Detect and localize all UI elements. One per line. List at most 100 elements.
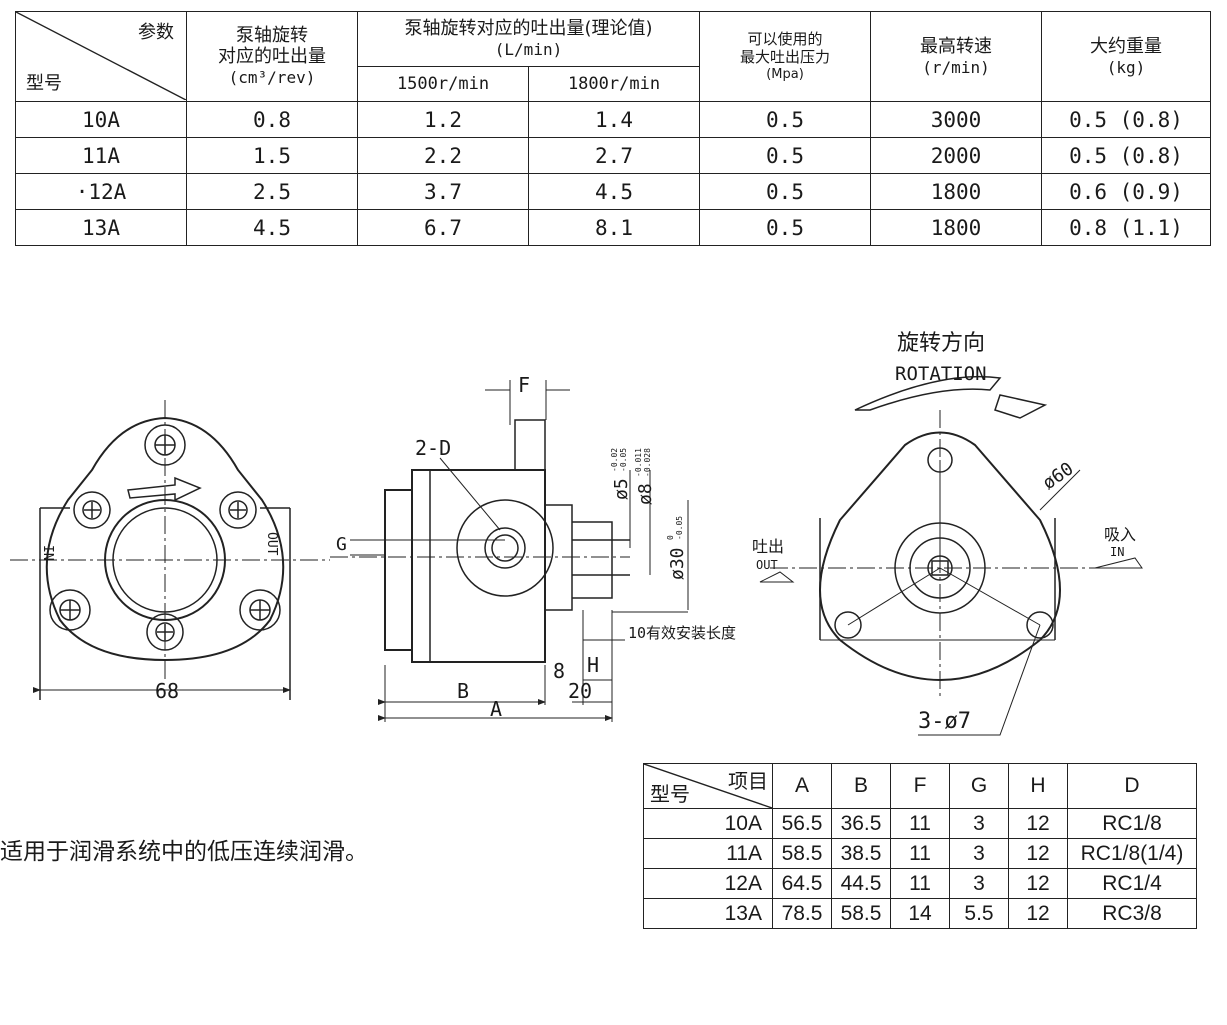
tol-phi5-upper: -0.02 xyxy=(610,448,619,472)
port-in-label: IN xyxy=(40,545,55,561)
dim-header: G xyxy=(949,763,1009,809)
label-b: B xyxy=(457,679,469,703)
spec-corner-cell: 参数 型号 xyxy=(15,11,187,102)
col-pressure-l2: 最大吐出压力 xyxy=(739,47,830,66)
dim-header: B xyxy=(831,763,891,809)
rotation-cn: 旋转方向 xyxy=(897,331,985,356)
a-cell: 78.5 xyxy=(772,898,832,929)
corner-diagonal xyxy=(644,764,772,808)
port-out-label: OUT xyxy=(264,532,279,556)
dim-corner-cell: 项目 型号 xyxy=(643,763,773,809)
label-a: A xyxy=(490,697,502,721)
spec-corner-bottom: 型号 xyxy=(26,73,62,94)
in-cn: 吸入 xyxy=(1104,525,1136,544)
b-cell: 36.5 xyxy=(831,808,891,839)
technical-drawing: 2-D F G B A H 8 20 68 10有效安装长度 ø5 -0.02 … xyxy=(10,331,1143,736)
col-output-1800: 1800r/min xyxy=(528,66,700,102)
col-displacement-header: 泵轴旋转 对应的吐出量 (cm³/rev) xyxy=(186,11,358,102)
weight-cell: 0.6 (0.9) xyxy=(1041,173,1211,210)
f-cell: 11 xyxy=(890,868,950,899)
g-cell: 3 xyxy=(949,868,1009,899)
dim-row: 12A 64.5 44.5 11 3 12 RC1/4 xyxy=(643,868,1197,899)
b-cell: 38.5 xyxy=(831,838,891,869)
label-f: F xyxy=(518,373,530,397)
tol-phi8-upper: -0.011 xyxy=(634,448,643,477)
dim-row: 11A 58.5 38.5 11 3 12 RC1/8(1/4) xyxy=(643,838,1197,869)
in-en: IN xyxy=(1110,545,1124,559)
rear-view xyxy=(759,375,1143,736)
model-cell: 13A xyxy=(15,209,187,246)
spec-row: ·12A 2.5 3.7 4.5 0.5 1800 0.6 (0.9) xyxy=(15,173,1211,210)
speed-cell: 1800 xyxy=(870,173,1042,210)
label-mount-length: 10有效安装长度 xyxy=(628,624,736,642)
col-weight-l1: 大约重量 xyxy=(1090,35,1162,57)
pressure-cell: 0.5 xyxy=(699,101,871,138)
rotation-en: ROTATION xyxy=(895,363,987,385)
out-cn: 吐出 xyxy=(752,537,784,556)
g-cell: 5.5 xyxy=(949,898,1009,929)
h-cell: 12 xyxy=(1008,808,1068,839)
label-g: G xyxy=(336,534,347,555)
label-phi60: ø60 xyxy=(1039,458,1078,494)
h-cell: 12 xyxy=(1008,838,1068,869)
col-output-unit: (L/min) xyxy=(494,40,563,59)
model-cell: 11A xyxy=(15,137,187,174)
label-2d: 2-D xyxy=(415,436,451,460)
tol-phi30-lower: -0.05 xyxy=(675,516,684,540)
weight-cell: 0.5 (0.8) xyxy=(1041,137,1211,174)
col-displacement-l2: 对应的吐出量 xyxy=(218,46,326,67)
disp-cell: 4.5 xyxy=(186,209,358,246)
col-pressure-header: 可以使用的 最大吐出压力 (Mpa) xyxy=(699,11,871,102)
q1800-cell: 2.7 xyxy=(528,137,700,174)
g-cell: 3 xyxy=(949,808,1009,839)
col-pressure-l1: 可以使用的 xyxy=(747,29,823,48)
q1500-cell: 1.2 xyxy=(357,101,529,138)
col-speed-l1: 最高转速 xyxy=(920,35,992,57)
dim-row: 10A 56.5 36.5 11 3 12 RC1/8 xyxy=(643,808,1197,839)
side-view xyxy=(330,380,689,722)
label-20: 20 xyxy=(568,679,592,703)
usage-note: 适用于润滑系统中的低压连续润滑。 xyxy=(0,839,368,865)
col-weight-unit: (kg) xyxy=(1106,57,1146,77)
q1500-cell: 3.7 xyxy=(357,173,529,210)
speed-cell: 1800 xyxy=(870,209,1042,246)
col-displacement-unit: (cm³/rev) xyxy=(228,68,316,87)
d-cell: RC1/4 xyxy=(1067,868,1197,899)
weight-cell: 0.5 (0.8) xyxy=(1041,101,1211,138)
weight-cell: 0.8 (1.1) xyxy=(1041,209,1211,246)
d-cell: RC1/8 xyxy=(1067,808,1197,839)
a-cell: 56.5 xyxy=(772,808,832,839)
spec-row: 13A 4.5 6.7 8.1 0.5 1800 0.8 (1.1) xyxy=(15,209,1211,246)
dim-corner-top: 项目 xyxy=(728,771,768,793)
col-speed-unit: (r/min) xyxy=(922,57,990,77)
dim-header: H xyxy=(1008,763,1068,809)
b-cell: 44.5 xyxy=(831,868,891,899)
col-output-header: 泵轴旋转对应的吐出量(理论值) (L/min) xyxy=(357,11,700,67)
disp-cell: 1.5 xyxy=(186,137,358,174)
q1800-cell: 4.5 xyxy=(528,173,700,210)
q1500-cell: 6.7 xyxy=(357,209,529,246)
front-view xyxy=(10,400,330,700)
q1800-cell: 8.1 xyxy=(528,209,700,246)
dim-table: 项目 型号 A B F G H D 10A 56.5 36.5 11 3 12 … xyxy=(643,763,1197,929)
dim-header: A xyxy=(772,763,832,809)
tol-phi30-upper: 0 xyxy=(666,535,675,540)
label-68: 68 xyxy=(155,679,179,703)
col-speed-header: 最高转速 (r/min) xyxy=(870,11,1042,102)
disp-cell: 0.8 xyxy=(186,101,358,138)
h-cell: 12 xyxy=(1008,898,1068,929)
a-cell: 64.5 xyxy=(772,868,832,899)
h-cell: 12 xyxy=(1008,868,1068,899)
col-output-l1: 泵轴旋转对应的吐出量(理论值) xyxy=(404,18,653,39)
spec-row: 11A 1.5 2.2 2.7 0.5 2000 0.5 (0.8) xyxy=(15,137,1211,174)
col-weight-header: 大约重量 (kg) xyxy=(1041,11,1211,102)
spec-table: 参数 型号 泵轴旋转 对应的吐出量 (cm³/rev) 泵轴旋转对应的吐出量(理… xyxy=(15,11,1211,246)
speed-cell: 2000 xyxy=(870,137,1042,174)
model-cell: 13A xyxy=(643,898,773,929)
label-3phi7: 3-ø7 xyxy=(918,709,971,734)
disp-cell: 2.5 xyxy=(186,173,358,210)
pressure-cell: 0.5 xyxy=(699,209,871,246)
label-phi30: ø30 xyxy=(667,547,688,580)
model-cell: 10A xyxy=(643,808,773,839)
label-h: H xyxy=(587,653,599,677)
